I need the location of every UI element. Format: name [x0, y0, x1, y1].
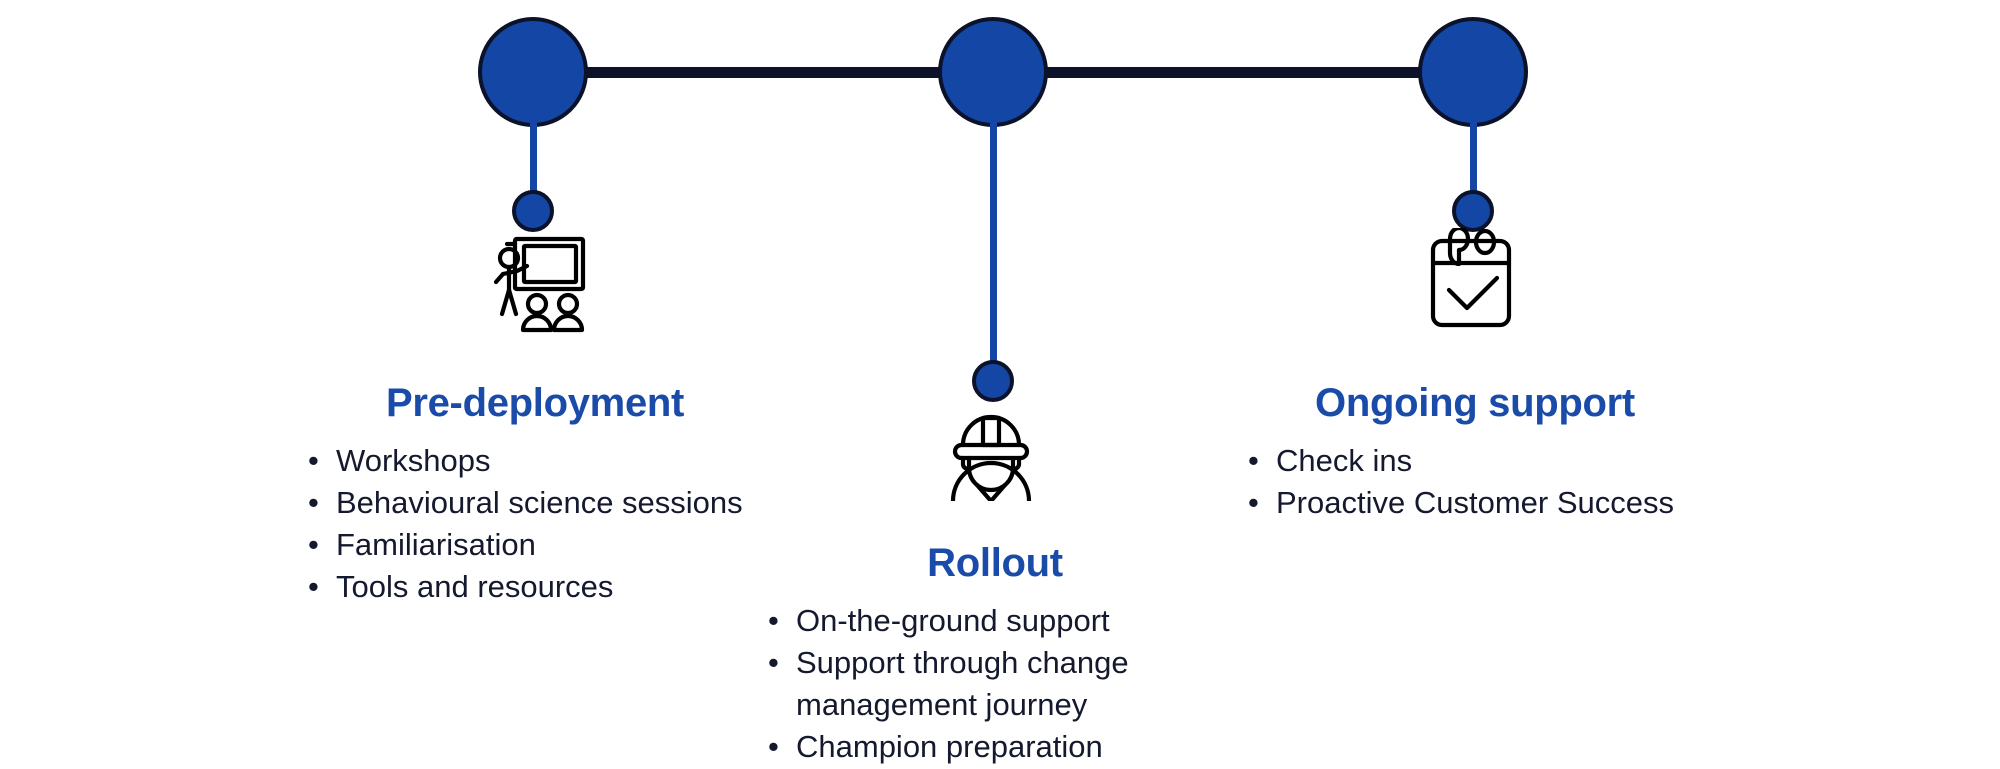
stage-pre-deployment: Pre-deployment Workshops Behavioural sci… [300, 380, 770, 609]
timeline-node-ongoing-support [1418, 17, 1528, 127]
calendar-check-icon [1425, 228, 1517, 328]
connector-stem-rollout [990, 120, 997, 370]
list-item: Behavioural science sessions [300, 482, 770, 524]
stage-ongoing-support: Ongoing support Check ins Proactive Cust… [1240, 380, 1710, 524]
list-item: Champion preparation [760, 726, 1230, 768]
list-item: Tools and resources [300, 566, 770, 608]
list-item: Proactive Customer Success [1240, 482, 1710, 524]
connector-stem-pre-deployment [530, 120, 537, 200]
timeline-dot-pre-deployment [512, 190, 554, 232]
timeline-node-pre-deployment [478, 17, 588, 127]
construction-worker-icon [945, 405, 1037, 501]
connector-stem-ongoing-support [1470, 120, 1477, 200]
list-item: Check ins [1240, 440, 1710, 482]
list-item: Familiarisation [300, 524, 770, 566]
timeline-rail-left [530, 67, 955, 78]
timeline-node-rollout [938, 17, 1048, 127]
stage-title-rollout: Rollout [927, 541, 1063, 585]
list-item: On-the-ground support [760, 600, 1230, 642]
timeline-dot-ongoing-support [1452, 190, 1494, 232]
timeline-dot-rollout [972, 360, 1014, 402]
stage-title-pre-deployment: Pre-deployment [385, 381, 685, 425]
stage-rollout: Rollout On-the-ground support Support th… [760, 540, 1230, 769]
stage-title-ongoing-support: Ongoing support [1315, 381, 1635, 425]
timeline-rail-right [1015, 67, 1425, 78]
stage-bullets-rollout: On-the-ground support Support through ch… [760, 600, 1230, 769]
presentation-training-icon [487, 232, 591, 336]
stage-bullets-ongoing-support: Check ins Proactive Customer Success [1240, 440, 1710, 524]
list-item: Support through change management journe… [760, 642, 1230, 726]
list-item: Workshops [300, 440, 770, 482]
stage-bullets-pre-deployment: Workshops Behavioural science sessions F… [300, 440, 770, 609]
